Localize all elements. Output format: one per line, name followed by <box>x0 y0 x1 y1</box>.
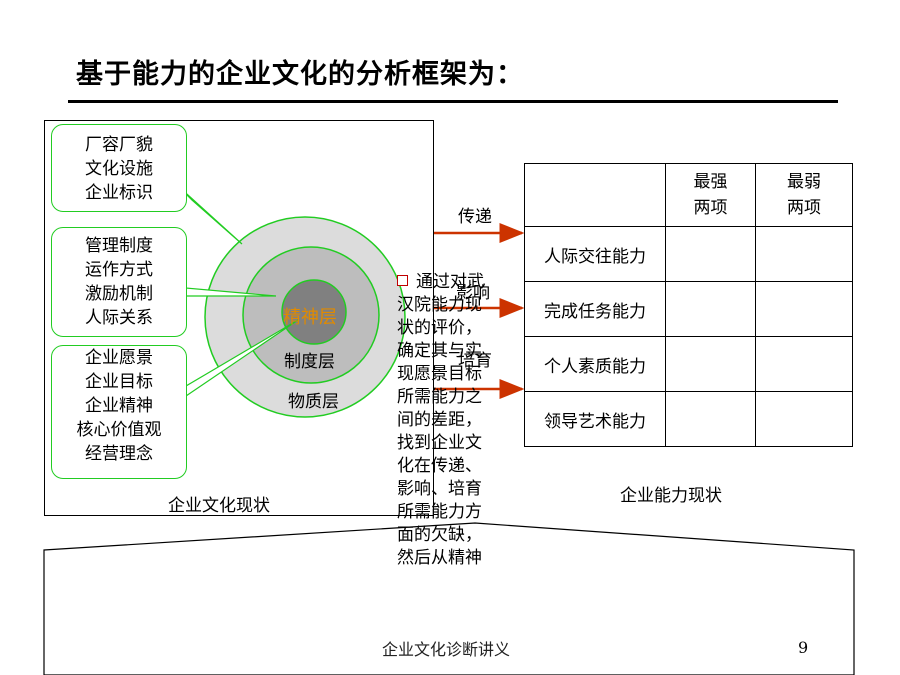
callout-line: 企业目标 <box>85 372 153 392</box>
arrow-label-influence: 影响 <box>456 283 490 303</box>
table-header-row: 最强两项 最弱两项 <box>524 163 853 227</box>
callout-spirit: 企业愿景 企业目标 企业精神 核心价值观 经营理念 <box>51 345 187 479</box>
analysis-note: 通过对武汉院能力现状的评价，确定其与实现愿景目标所需能力之间的差距，找到企业文化… <box>397 271 489 570</box>
table-cell <box>755 391 853 447</box>
callout-line: 企业愿景 <box>85 348 153 368</box>
table-cell <box>755 336 853 392</box>
capability-table: 最强两项 最弱两项 人际交往能力 完成任务能力 个人素质能力 领导艺术能力 <box>524 163 853 447</box>
capability-name: 完成任务能力 <box>524 281 666 337</box>
header-text: 最强两项 <box>693 172 728 218</box>
material-layer-label: 物质层 <box>288 392 339 412</box>
page-number: 9 <box>798 638 809 657</box>
culture-status-caption: 企业文化现状 <box>168 496 270 516</box>
table-cell <box>665 391 756 447</box>
capability-name: 领导艺术能力 <box>524 391 666 447</box>
inner-circle <box>281 279 347 345</box>
capability-name: 个人素质能力 <box>524 336 666 392</box>
table-row: 个人素质能力 <box>524 336 853 392</box>
capability-status-caption: 企业能力现状 <box>620 486 722 506</box>
spirit-layer-label: 精神层 <box>283 307 337 328</box>
culture-status-frame <box>44 120 434 516</box>
header-text: 最弱两项 <box>787 172 821 218</box>
callout-system: 管理制度 运作方式 激励机制 人际关系 <box>51 227 187 337</box>
table-cell <box>755 226 853 282</box>
callout-line: 人际关系 <box>85 308 153 328</box>
callout-line: 企业标识 <box>85 183 153 203</box>
callout-line: 厂容厂貌 <box>85 135 153 155</box>
callout-material: 厂容厂貌 文化设施 企业标识 <box>51 124 187 212</box>
bottom-box <box>43 522 855 675</box>
system-layer-label: 制度层 <box>284 352 335 372</box>
strongest-two-header: 最强两项 <box>665 163 756 227</box>
title-divider <box>68 100 838 103</box>
callout-line: 企业精神 <box>85 396 153 416</box>
callout-line: 核心价值观 <box>76 420 162 440</box>
arrow-label-cultivate: 培育 <box>458 351 492 371</box>
table-cell <box>665 336 756 392</box>
callout-pointer-1 <box>177 185 243 245</box>
table-cell <box>755 281 853 337</box>
page-title: 基于能力的企业文化的分析框架为： <box>76 59 524 90</box>
callout-line: 文化设施 <box>85 159 153 179</box>
table-cell <box>665 281 756 337</box>
footer-title: 企业文化诊断讲义 <box>382 640 511 659</box>
note-text: 通过对武汉院能力现状的评价，确定其与实现愿景目标所需能力之间的差距，找到企业文化… <box>397 272 484 568</box>
table-row: 人际交往能力 <box>524 226 853 282</box>
callout-line: 经营理念 <box>85 444 153 464</box>
square-bullet-icon <box>397 275 408 286</box>
callout-line: 激励机制 <box>85 284 153 304</box>
table-row: 领导艺术能力 <box>524 391 853 447</box>
callout-line: 运作方式 <box>85 260 153 280</box>
weakest-two-header: 最弱两项 <box>755 163 853 227</box>
callout-line: 管理制度 <box>85 236 153 256</box>
table-header-cell <box>524 163 666 227</box>
table-cell <box>665 226 756 282</box>
table-row: 完成任务能力 <box>524 281 853 337</box>
capability-name: 人际交往能力 <box>524 226 666 282</box>
arrow-label-transmit: 传递 <box>458 207 492 227</box>
